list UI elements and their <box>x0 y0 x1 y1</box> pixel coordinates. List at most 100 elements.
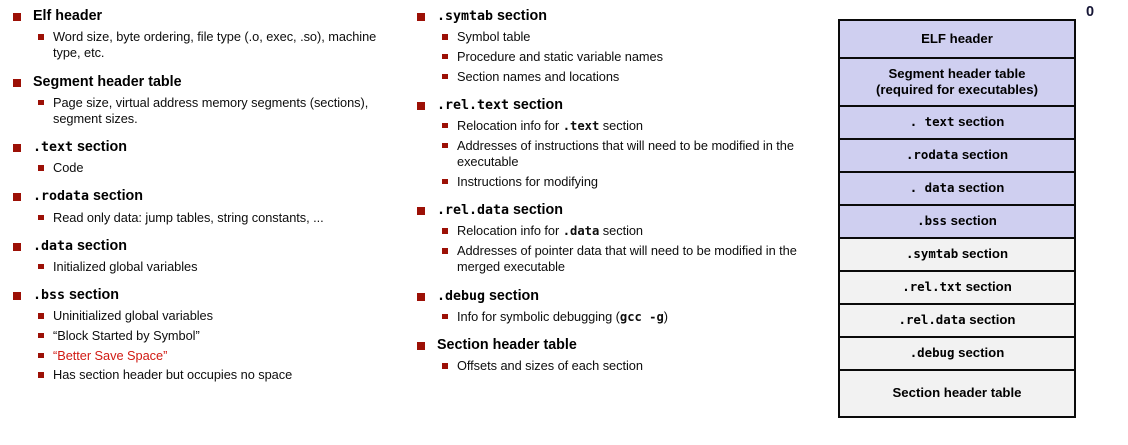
sub-bullet-square-icon <box>38 99 44 106</box>
sub-bullet-text: Section names and locations <box>457 68 620 84</box>
sub-bullet-list: Page size, virtual address memory segmen… <box>33 95 402 128</box>
bullet-l2-item: Addresses of pointer data that will need… <box>437 243 814 276</box>
elf-row-label: .bss section <box>917 213 997 229</box>
bullet-square-icon <box>13 193 21 202</box>
sub-bullet-list: Offsets and sizes of each section <box>437 358 814 374</box>
sub-bullet-list: Uninitialized global variables “Block Sta… <box>33 308 402 384</box>
bullet-l2-item: Relocation info for .data section <box>437 223 814 239</box>
bullet-l2-item: Section names and locations <box>437 69 814 85</box>
section-label-suffix: section <box>484 287 540 304</box>
sub-bullet-text: Initialized global variables <box>53 258 198 274</box>
bullet-l2-item: Uninitialized global variables <box>33 308 402 324</box>
sub-bullet-list: Initialized global variables <box>33 259 402 275</box>
bullet-l2-item: Has section header but occupies no space <box>33 367 402 383</box>
elf-row-name-suffix: section <box>954 180 1005 196</box>
section-name-mono: .rodata <box>33 189 89 205</box>
elf-diagram-row-elf-header: ELF header <box>840 21 1074 59</box>
sub-bullet-square-icon <box>38 372 44 378</box>
elf-row-label: .symtab section <box>906 246 1008 262</box>
section-name-mono: .rel.text <box>437 97 509 113</box>
elf-row-name-mono: .debug <box>909 345 955 361</box>
sub-bullet-text: Page size, virtual address memory segmen… <box>53 94 369 126</box>
sub-bullet-square-icon <box>442 363 448 369</box>
sub-bullet-square-icon <box>38 332 44 339</box>
sub-bullet-square-icon <box>442 142 448 149</box>
elf-row-label: Section header table <box>893 385 1022 401</box>
sub-bullet-text: Relocation info for <box>457 117 563 133</box>
elf-row-name-line: Segment header table <box>888 65 1026 81</box>
elf-row-name-mono: .symtab <box>905 246 959 262</box>
bullet-l2-item: Code <box>33 160 402 176</box>
elf-row-name-suffix: section <box>954 345 1005 361</box>
elf-row-name-line: (required for executables) <box>876 82 1038 97</box>
sub-bullet-square-icon <box>442 53 448 60</box>
sub-bullet-text: Addresses of pointer data that will need… <box>457 243 797 275</box>
sub-bullet-text-tail: ) <box>663 308 669 324</box>
elf-row-name-mono: .bss <box>917 213 947 229</box>
sub-bullet-text: Addresses of instructions that will need… <box>457 137 794 170</box>
sub-bullet-text: Relocation info for <box>457 223 563 239</box>
sub-bullet-text: “Block Started by Symbol” <box>53 327 200 343</box>
sub-bullet-square-icon <box>442 313 448 320</box>
elf-diagram-row-data: . data section <box>840 173 1074 206</box>
elf-row-label: ELF header <box>921 31 993 47</box>
bullet-l2-item: “Block Started by Symbol” <box>33 328 402 344</box>
sub-bullet-list: Read only data: jump tables, string cons… <box>33 210 402 226</box>
section-name-mono: .debug <box>437 288 485 304</box>
elf-row-name-line: Section header table <box>892 385 1022 401</box>
sub-bullet-square-icon <box>442 73 448 80</box>
sub-bullet-list: Code <box>33 160 402 176</box>
bullet-l2-item: Offsets and sizes of each section <box>437 358 814 374</box>
sub-bullet-square-icon <box>38 34 44 40</box>
section-label-suffix: section <box>72 237 128 254</box>
bullet-square-icon <box>417 342 425 351</box>
sub-bullet-text-tail: section <box>599 223 643 239</box>
sub-bullet-list: Info for symbolic debugging (gcc -g) <box>437 309 814 325</box>
bullet-l2-item: Addresses of instructions that will need… <box>437 138 814 171</box>
section-label-suffix: section <box>492 8 548 24</box>
elf-row-label: .rodata section <box>906 147 1008 163</box>
elf-row-label: .rel.txt section <box>902 279 1012 295</box>
sub-bullet-text: Symbol table <box>457 29 531 45</box>
bullet-square-icon <box>13 242 21 251</box>
inline-code: .data <box>562 224 600 239</box>
bullet-l2-item: Info for symbolic debugging (gcc -g) <box>437 309 814 325</box>
section-name-mono: .data <box>33 238 73 254</box>
sub-bullet-text: “Better Save Space” <box>53 347 168 363</box>
section-label-suffix: section <box>88 188 144 205</box>
sub-bullet-text: Read only data: jump tables, string cons… <box>53 209 324 225</box>
elf-row-label: . text section <box>910 114 1005 130</box>
bullet-square-icon <box>417 292 425 301</box>
bullet-square-icon <box>13 13 21 21</box>
bullet-l2-item: Initialized global variables <box>33 259 402 275</box>
sub-bullet-text-tail: section <box>599 117 643 133</box>
elf-row-name-mono: .rel.txt <box>902 279 962 295</box>
sub-bullet-square-icon <box>442 248 448 254</box>
elf-row-name-suffix: section <box>958 246 1009 262</box>
elf-row-name-suffix: section <box>947 213 997 229</box>
sub-bullet-text: Code <box>53 160 84 176</box>
elf-row-name-line: ELF header <box>921 30 993 46</box>
sub-bullet-text: Word size, byte ordering, file type (.o,… <box>53 29 377 61</box>
bullet-l2-item: Instructions for modifying <box>437 174 814 190</box>
bullet-l2-item: Page size, virtual address memory segmen… <box>33 95 402 128</box>
elf-row-name-suffix: section <box>958 147 1009 163</box>
bullet-square-icon <box>13 292 21 301</box>
bullet-square-icon <box>417 207 425 216</box>
bullet-title-text: Section header table <box>437 337 577 354</box>
section-name-mono: .rel.data <box>437 203 509 219</box>
sub-bullet-square-icon <box>442 228 448 234</box>
bullet-title-text: Segment header table <box>33 73 182 90</box>
sub-bullet-square-icon <box>442 122 448 129</box>
